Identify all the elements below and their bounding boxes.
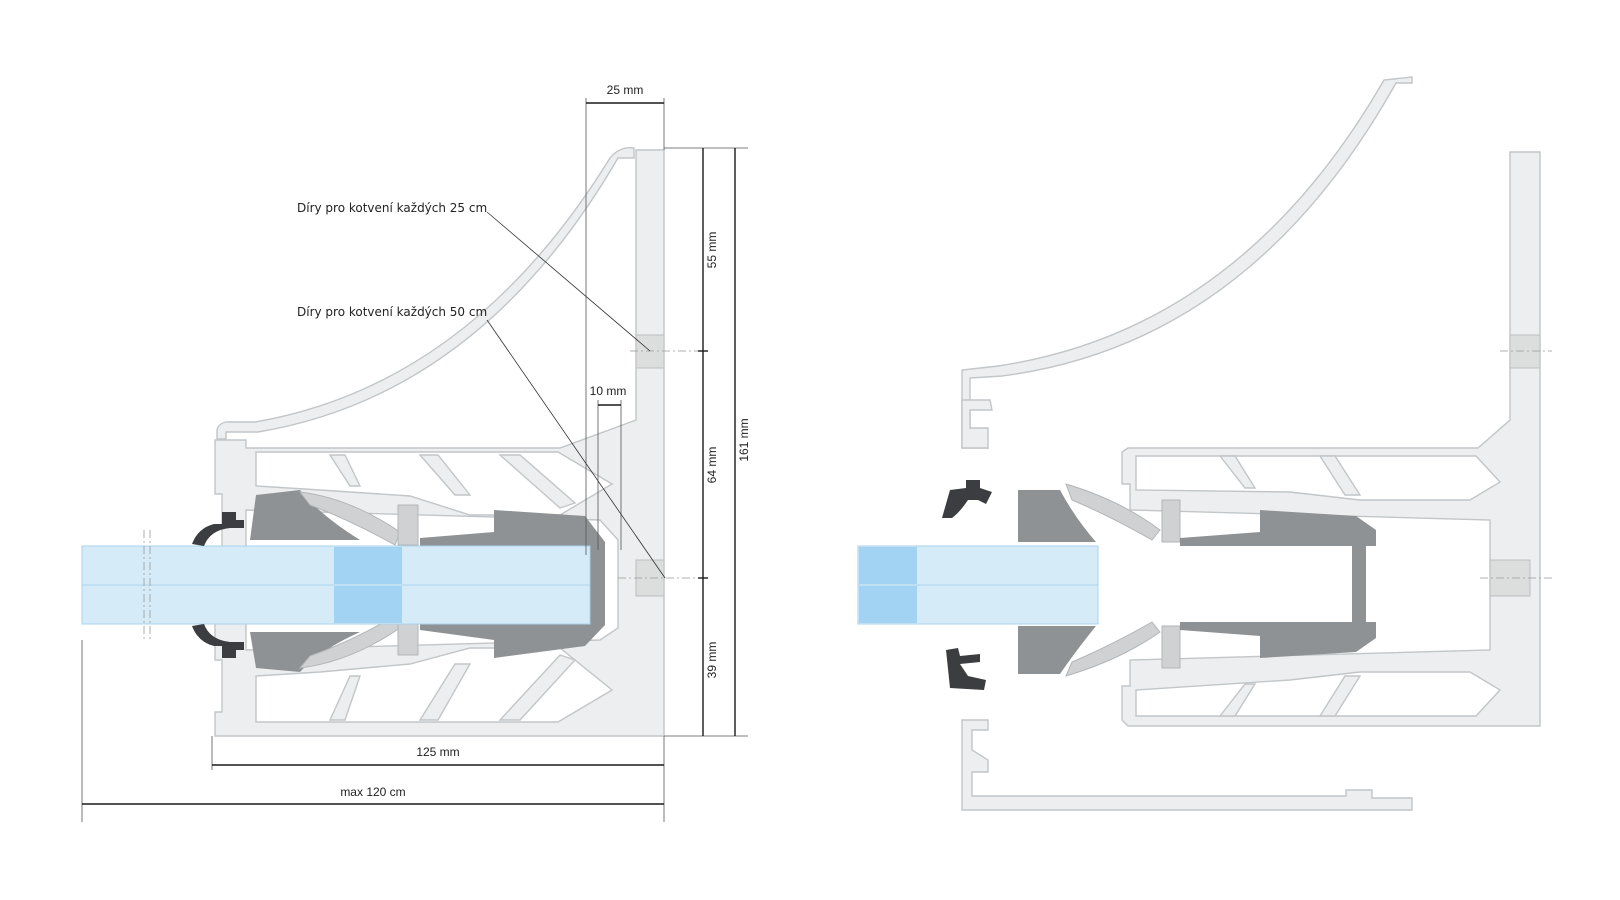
upper-strut-right xyxy=(1218,455,1362,496)
dim-125-label: 125 mm xyxy=(416,745,459,759)
edge-gasket-upper-left xyxy=(192,512,244,546)
lower-cavity-right xyxy=(1135,671,1502,717)
rubber-wedge-upper-right xyxy=(1018,490,1096,542)
curved-cover-right xyxy=(961,76,1413,449)
main-bracket-right xyxy=(1121,151,1541,727)
dim-39-label: 39 mm xyxy=(705,642,719,679)
clip-lower-right xyxy=(1161,625,1181,669)
dim-120-label: max 120 cm xyxy=(340,785,405,799)
edge-gasket-lower-right xyxy=(946,648,986,690)
wedge-insert-lower-right xyxy=(1180,622,1376,658)
anchor-sleeve-upper-right xyxy=(1509,334,1541,369)
channel-liner-left xyxy=(590,548,605,622)
wedge-insert-upper-right xyxy=(1180,510,1376,546)
exploded-view xyxy=(857,76,1552,811)
assembled-section xyxy=(81,147,705,737)
glass-highlight-lower-right xyxy=(859,586,917,623)
annotations: Díry pro kotvení každých 25 cm Díry pro … xyxy=(297,201,666,579)
clip-upper-right xyxy=(1161,499,1181,543)
dimensions: 25 mm 10 mm 55 mm 64 mm 39 mm 161 mm 125… xyxy=(81,83,751,822)
curved-cover-left xyxy=(216,147,635,440)
annotation-holes-25: Díry pro kotvení každých 25 cm xyxy=(297,201,487,215)
clip-upper-left xyxy=(397,504,419,546)
upper-strut-left xyxy=(328,454,577,509)
base-rail-right xyxy=(961,719,1413,811)
glass-highlight-upper-left xyxy=(334,547,402,584)
rubber-wedge-lower-right xyxy=(1018,626,1096,674)
glass-highlight-lower-left xyxy=(334,586,402,623)
annotation-holes-50: Díry pro kotvení každých 50 cm xyxy=(297,305,487,319)
wedge-insert-lower-left xyxy=(420,622,605,658)
dim-161-label: 161 mm xyxy=(737,418,751,461)
edge-gasket-lower-left xyxy=(192,624,244,658)
cover-clip-right xyxy=(961,399,993,449)
anchor-sleeve-upper xyxy=(635,334,665,369)
wedge-insert-upper-left xyxy=(420,510,605,548)
light-gasket-lower-right xyxy=(1065,621,1161,677)
channel-liner-right xyxy=(1352,546,1366,622)
leader-holes-50 xyxy=(486,319,666,579)
rubber-wedge-lower-left xyxy=(250,632,360,672)
leader-holes-25 xyxy=(486,211,651,352)
dim-25-label: 25 mm xyxy=(607,83,644,97)
dim-55-label: 55 mm xyxy=(705,232,719,269)
light-gasket-upper-right xyxy=(1065,483,1161,541)
dim-10-label: 10 mm xyxy=(590,384,627,398)
rubber-wedge-upper-left xyxy=(250,490,360,540)
glass-highlight-upper-right xyxy=(859,547,917,584)
lower-strut-right xyxy=(1218,675,1362,717)
dim-64-label: 64 mm xyxy=(705,447,719,484)
upper-cavity-right xyxy=(1135,455,1502,501)
edge-gasket-upper-right xyxy=(942,480,992,518)
lower-strut-left xyxy=(328,654,577,721)
